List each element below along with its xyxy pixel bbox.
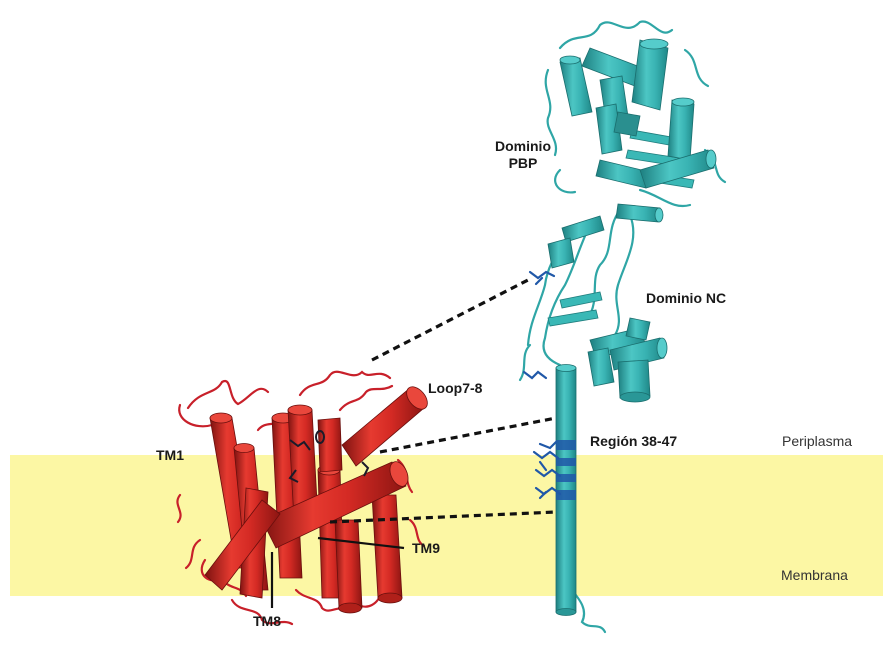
nc-domain-helices [588,318,667,402]
label-dominio-pbp: Dominio PBP [482,138,564,172]
label-region-38-47: Región 38-47 [590,433,677,450]
label-loop7-8: Loop7-8 [428,380,482,397]
label-tm1: TM1 [156,447,184,464]
label-tm9: TM9 [412,540,440,557]
membrane-band [10,455,883,596]
label-periplasma: Periplasma [782,433,852,450]
connector-nc-domain [372,280,528,360]
label-dominio-nc: Dominio NC [646,290,726,307]
label-tm8: TM8 [253,613,281,630]
helix-6 [335,520,362,608]
helix-12 [318,418,342,472]
label-membrana: Membrana [781,567,848,584]
